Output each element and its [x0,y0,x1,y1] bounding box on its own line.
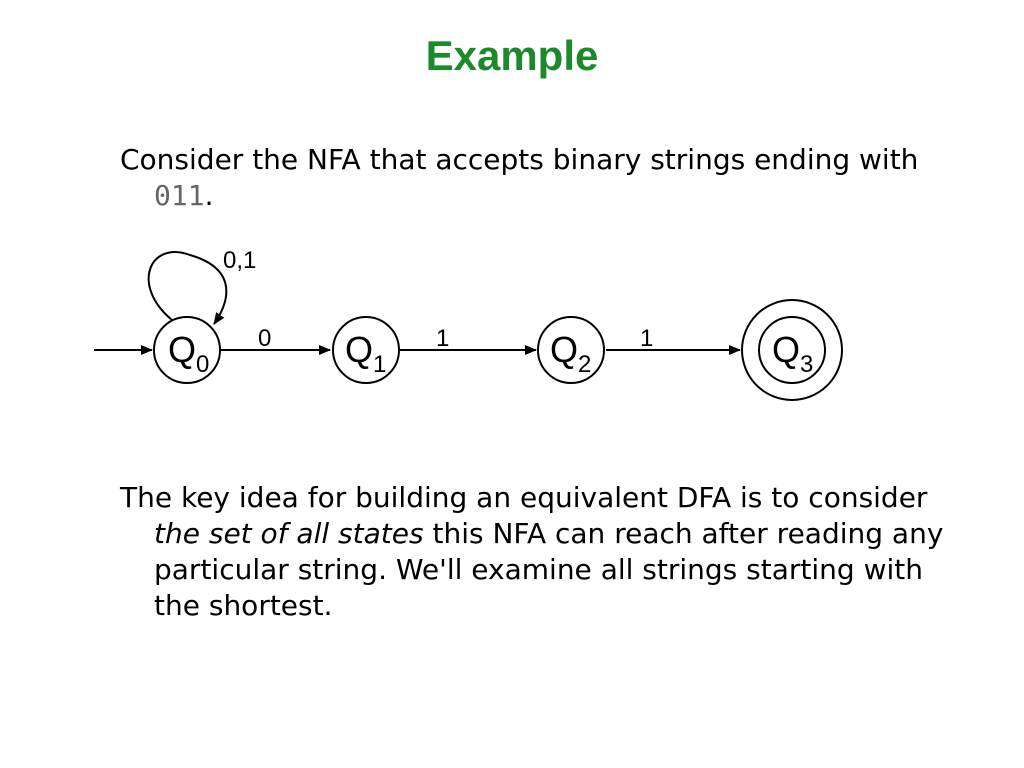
edge-q0-q1-label: 0 [258,325,271,352]
svg-text:Q3: Q3 [772,329,813,378]
intro-paragraph: Consider the NFA that accepts binary str… [120,142,954,214]
intro-text: Consider the NFA that accepts binary str… [120,143,919,176]
state-subscript: 3 [800,351,813,378]
state-letter: Q [772,329,800,370]
code-string: 011 [154,179,205,212]
key-idea-emphasis: the set of all states [154,517,424,550]
state-letter: Q [550,329,578,370]
intro-period: . [204,179,214,212]
svg-text:Q2: Q2 [550,329,591,378]
edge-q1-q2-label: 1 [436,325,449,352]
self-loop-q0 [147,251,228,325]
state-subscript: 1 [373,351,386,378]
state-subscript: 2 [578,351,591,378]
key-idea-text-1: The key idea for building an equivalent … [120,481,928,514]
key-idea-paragraph: The key idea for building an equivalent … [120,480,954,624]
state-q2: Q2 [537,316,605,384]
svg-text:Q1: Q1 [345,329,386,378]
key-idea-text-2: this NFA can reach after reading any par… [154,517,944,622]
state-letter: Q [345,329,373,370]
state-q1: Q1 [332,316,400,384]
state-letter: Q [168,329,196,370]
edge-q2-q3-label: 1 [640,325,653,352]
state-q0: Q0 [153,316,221,384]
self-loop-label: 0,1 [223,247,256,274]
state-subscript: 0 [196,351,209,378]
slide-title: Example [425,32,599,79]
svg-text:Q0: Q0 [168,329,209,378]
state-q3-accepting: Q3 [741,299,843,401]
